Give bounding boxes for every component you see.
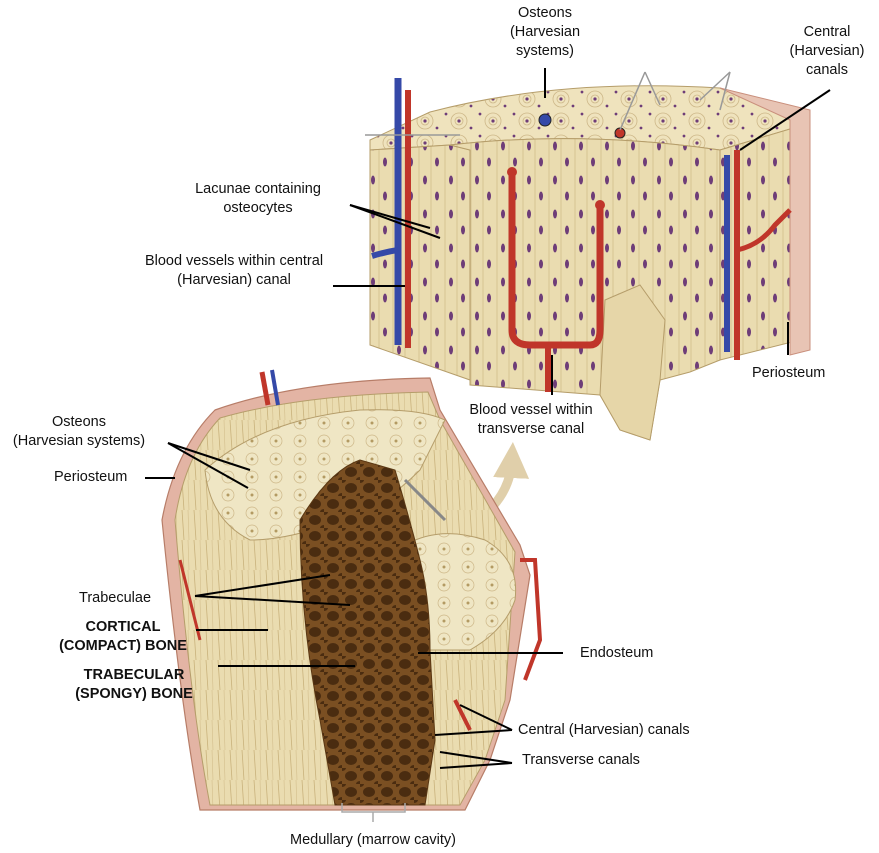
left-face (370, 145, 470, 380)
label-central-canals-top-line1: Central (772, 23, 879, 42)
label-blood-vessels-central: Blood vessels within central (Harvesian)… (118, 252, 350, 290)
label-trabecular-bone: TRABECULAR (SPONGY) BONE (59, 666, 209, 704)
label-osteons-top-line2: (Harvesian (495, 23, 595, 42)
label-central-canals-top: Central (Harvesian) canals (772, 23, 879, 80)
label-cortical-bone-line1: CORTICAL (48, 618, 198, 637)
label-osteons-top: Osteons (Harvesian systems) (495, 4, 595, 61)
label-osteons-top-line3: systems) (495, 42, 595, 61)
front-face (450, 139, 720, 440)
label-osteons-left-line1: Osteons (4, 413, 154, 432)
label-lacunae-line2: osteocytes (178, 199, 338, 218)
label-osteons-left: Osteons (Harvesian systems) (4, 413, 154, 451)
broken-chunk (600, 285, 665, 440)
label-trabeculae: Trabeculae (79, 589, 151, 608)
label-central-canals-top-line2: (Harvesian) (772, 42, 879, 61)
label-periosteum-top: Periosteum (752, 364, 825, 383)
label-cortical-bone-line2: (COMPACT) BONE (48, 637, 198, 656)
label-osteons-top-line1: Osteons (495, 4, 595, 23)
label-blood-vessel-transverse: Blood vessel within transverse canal (456, 401, 606, 439)
label-trabecular-bone-line2: (SPONGY) BONE (59, 685, 209, 704)
label-periosteum-left: Periosteum (54, 468, 127, 487)
label-transverse-canals: Transverse canals (522, 751, 640, 770)
label-lacunae-line1: Lacunae containing (178, 180, 338, 199)
label-trabecular-bone-line1: TRABECULAR (59, 666, 209, 685)
label-blood-vessel-transverse-line1: Blood vessel within (456, 401, 606, 420)
label-central-canals-bottom: Central (Harvesian) canals (518, 721, 690, 740)
label-medullary: Medullary (marrow cavity) (248, 831, 498, 850)
label-endosteum: Endosteum (580, 644, 653, 663)
label-blood-vessels-central-line1: Blood vessels within central (118, 252, 350, 271)
label-lacunae: Lacunae containing osteocytes (178, 180, 338, 218)
label-central-canals-top-line3: canals (772, 61, 879, 80)
label-cortical-bone: CORTICAL (COMPACT) BONE (48, 618, 198, 656)
label-blood-vessel-transverse-line2: transverse canal (456, 420, 606, 439)
label-osteons-left-line2: (Harvesian systems) (4, 432, 154, 451)
compact-bone-block (370, 78, 810, 440)
label-blood-vessels-central-line2: (Harvesian) canal (118, 271, 350, 290)
